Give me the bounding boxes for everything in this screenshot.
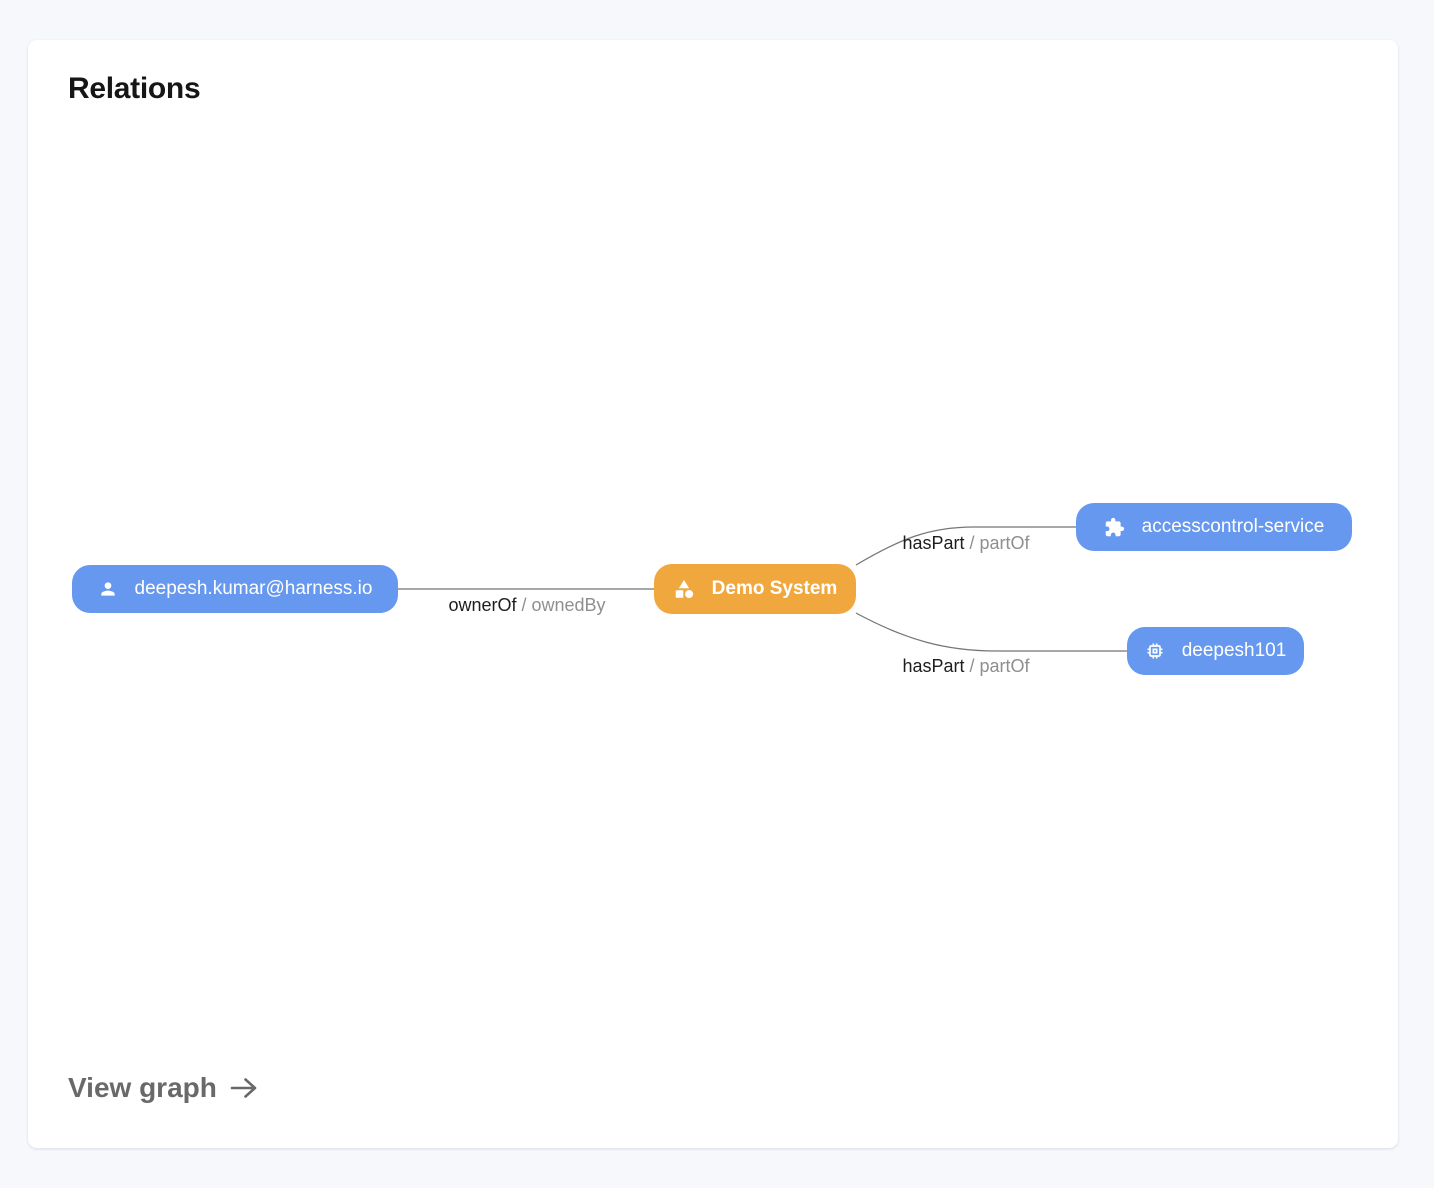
arrow-right-icon: [229, 1075, 259, 1101]
entity-node-label: deepesh101: [1181, 640, 1287, 661]
edge-label-forward: hasPart: [902, 656, 965, 676]
edge-label-haspart-component: hasPart/partOf: [876, 656, 1056, 677]
edge-label-separator: /: [969, 533, 975, 553]
view-graph-label: View graph: [68, 1072, 217, 1103]
edge-label-reverse: partOf: [979, 533, 1030, 553]
entity-node-label: deepesh.kumar@harness.io: [134, 578, 373, 599]
entity-node-label: Demo System: [711, 578, 838, 599]
edge-label-reverse: ownedBy: [531, 595, 606, 615]
entity-node-label: accesscontrol-service: [1141, 516, 1325, 537]
entity-node-service[interactable]: accesscontrol-service: [1076, 503, 1352, 551]
view-graph-link[interactable]: View graph: [68, 1072, 259, 1104]
entity-node-component[interactable]: deepesh101: [1127, 627, 1304, 675]
entity-node-user[interactable]: deepesh.kumar@harness.io: [72, 565, 398, 613]
edge-haspart-component: [855, 612, 1127, 652]
chip-icon: [1145, 641, 1165, 661]
edge-label-separator: /: [521, 595, 527, 615]
puzzle-icon: [1104, 517, 1125, 538]
relations-card: Relations deepesh.kumar@harness.io Demo …: [28, 40, 1398, 1148]
category-icon: [673, 578, 695, 600]
edge-label-ownerof: ownerOf/ownedBy: [407, 595, 647, 616]
user-icon: [98, 579, 118, 599]
edge-label-forward: hasPart: [902, 533, 965, 553]
entity-node-system[interactable]: Demo System: [654, 564, 856, 614]
card-title: Relations: [68, 72, 201, 105]
edge-label-separator: /: [969, 656, 975, 676]
edge-label-haspart-service: hasPart/partOf: [876, 533, 1056, 554]
edge-label-reverse: partOf: [979, 656, 1030, 676]
edge-label-forward: ownerOf: [448, 595, 517, 615]
